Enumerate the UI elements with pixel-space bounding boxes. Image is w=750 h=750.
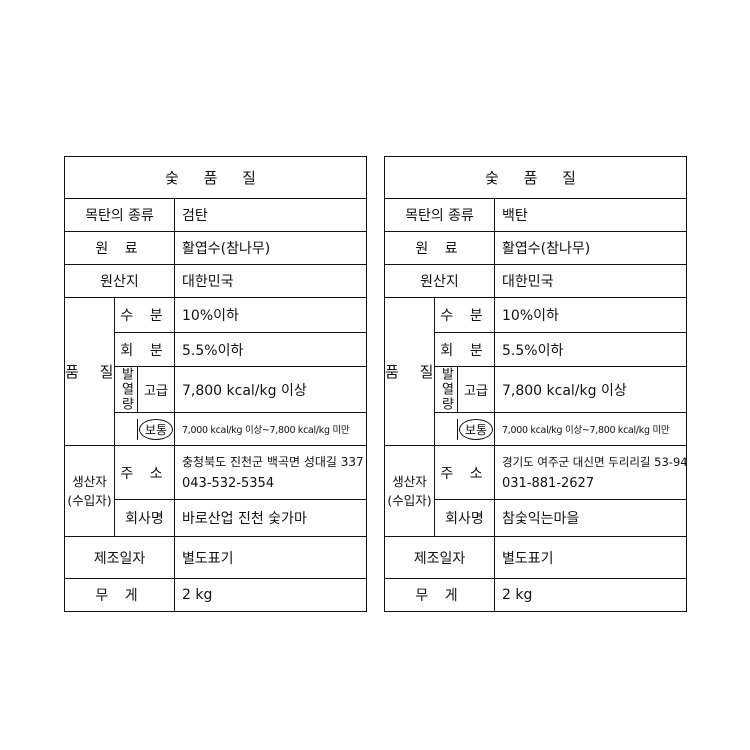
company-value: 참숯익는마을	[493, 499, 688, 537]
manufacture-date-label: 제조일자	[64, 536, 175, 579]
high-grade-value: 7,800 kcal/kg 이상	[493, 366, 688, 413]
normal-grade-label: 보통	[458, 418, 494, 440]
address-line1: 경기도 여주군 대신면 두리리길 53-94	[502, 454, 687, 469]
ash-value: 5.5%이하	[493, 332, 688, 367]
address-line1: 충청북도 진천군 백곡면 성대길 337	[182, 454, 364, 469]
calorific-label-text: 발열량	[118, 367, 134, 412]
address-value: 경기도 여주군 대신면 두리리길 53-94 031-881-2627	[493, 445, 688, 500]
producer-label: 생산자 (수입자)	[64, 445, 115, 537]
normal-grade-label: 보통	[138, 418, 174, 440]
quality-spec-table: 숯 품 질 목탄의 종류 검탄 원 료 활엽수(참나무) 원산지 대한민국 품 …	[63, 156, 368, 612]
weight-value: 2 kg	[173, 578, 368, 612]
origin-value: 대한민국	[493, 264, 688, 298]
company-value: 바로산업 진천 숯가마	[173, 499, 368, 537]
quality-spec-table: 숯 품 질 목탄의 종류 백탄 원 료 활엽수(참나무) 원산지 대한민국 품 …	[383, 156, 688, 612]
address-line2: 031-881-2627	[502, 475, 595, 491]
calorific-high-cell: 발열량 고급	[434, 366, 495, 413]
charcoal-quality-label-right: 숯 품 질 목탄의 종류 백탄 원 료 활엽수(참나무) 원산지 대한민국 품 …	[383, 156, 688, 612]
producer-label-line2: (수입자)	[387, 493, 432, 508]
origin-label: 원산지	[64, 264, 175, 298]
ash-label: 회 분	[114, 332, 175, 367]
material-value: 활엽수(참나무)	[173, 231, 368, 265]
weight-label: 무 게	[384, 578, 495, 612]
moisture-label: 수 분	[434, 297, 495, 333]
high-grade-label: 고급	[464, 384, 488, 399]
material-label: 원 료	[64, 231, 175, 265]
normal-grade-value: 7,000 kcal/kg 이상~7,800 kcal/kg 미만	[493, 412, 688, 446]
company-label: 회사명	[114, 499, 175, 537]
weight-value: 2 kg	[493, 578, 688, 612]
charcoal-type-value: 검탄	[173, 198, 368, 232]
material-value: 활엽수(참나무)	[493, 231, 688, 265]
company-label: 회사명	[434, 499, 495, 537]
origin-label: 원산지	[384, 264, 495, 298]
calorific-label: 발열량	[436, 367, 458, 412]
normal-grade-value: 7,000 kcal/kg 이상~7,800 kcal/kg 미만	[173, 412, 368, 446]
moisture-value: 10%이하	[173, 297, 368, 333]
weight-label: 무 게	[64, 578, 175, 612]
quality-label: 품 질	[64, 297, 115, 446]
address-label: 주 소	[434, 445, 495, 500]
calorific-high-cell: 발열량 고급	[114, 366, 175, 413]
quality-label: 품 질	[384, 297, 435, 446]
charcoal-type-label: 목탄의 종류	[384, 198, 495, 232]
calorific-normal-cell: 보통	[434, 412, 495, 446]
high-grade-value: 7,800 kcal/kg 이상	[173, 366, 368, 413]
high-grade-label: 고급	[144, 384, 168, 399]
manufacture-date-label: 제조일자	[384, 536, 495, 579]
charcoal-type-value: 백탄	[493, 198, 688, 232]
label-title: 숯 품 질	[383, 156, 688, 199]
producer-label-line1: 생산자	[392, 474, 427, 489]
address-label: 주 소	[114, 445, 175, 500]
calorific-label-text: 발열량	[438, 367, 454, 412]
charcoal-quality-label-left: 숯 품 질 목탄의 종류 검탄 원 료 활엽수(참나무) 원산지 대한민국 품 …	[63, 156, 368, 612]
origin-value: 대한민국	[173, 264, 368, 298]
ash-label: 회 분	[434, 332, 495, 367]
calorific-normal-cell: 보통	[114, 412, 175, 446]
ash-value: 5.5%이하	[173, 332, 368, 367]
manufacture-date-value: 별도표기	[493, 536, 688, 579]
producer-label-line1: 생산자	[72, 474, 107, 489]
producer-label-line2: (수입자)	[67, 493, 112, 508]
address-line2: 043-532-5354	[182, 475, 275, 491]
moisture-label: 수 분	[114, 297, 175, 333]
charcoal-type-label: 목탄의 종류	[64, 198, 175, 232]
moisture-value: 10%이하	[493, 297, 688, 333]
material-label: 원 료	[384, 231, 495, 265]
calorific-label: 발열량	[116, 367, 138, 412]
producer-label: 생산자 (수입자)	[384, 445, 435, 537]
address-value: 충청북도 진천군 백곡면 성대길 337 043-532-5354	[173, 445, 368, 500]
label-title: 숯 품 질	[63, 156, 368, 199]
manufacture-date-value: 별도표기	[173, 536, 368, 579]
